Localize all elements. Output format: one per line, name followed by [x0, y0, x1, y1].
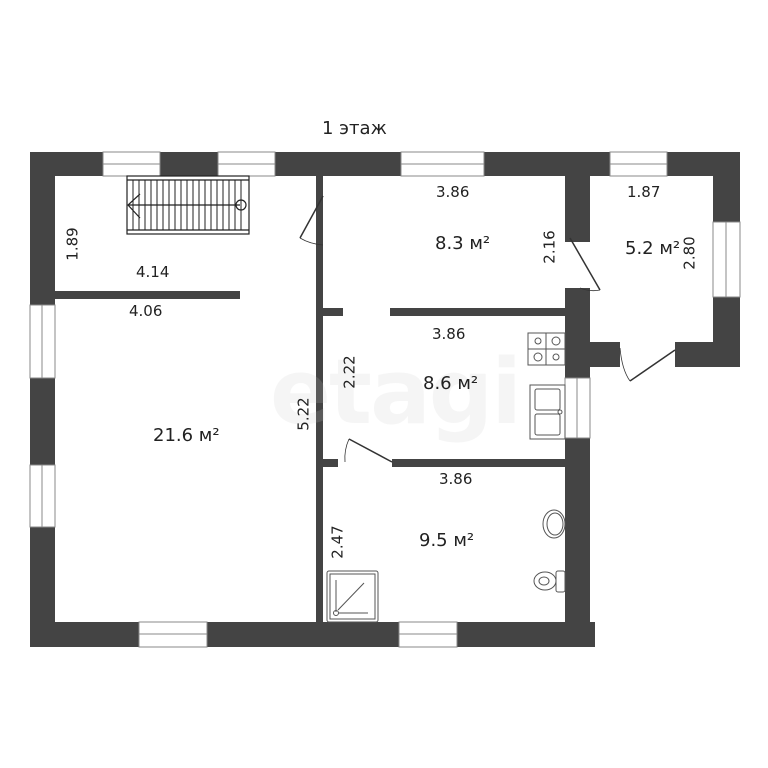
- dim-kitchen-width: 3.86: [432, 325, 466, 343]
- area-bathroom: 9.5 м²: [419, 530, 475, 551]
- window-mullions: [41, 163, 727, 635]
- dim-small-room-height: 2.80: [680, 236, 699, 270]
- washbasin-icon: [542, 509, 566, 539]
- dim-living-width: 4.06: [129, 302, 163, 320]
- area-living: 21.6 м²: [153, 425, 220, 446]
- dim-stair-width: 4.14: [136, 263, 170, 281]
- stove-icon: [527, 332, 566, 366]
- dim-living-height: 5.22: [294, 397, 313, 431]
- area-small-room: 5.2 м²: [625, 238, 681, 259]
- dim-bathroom-width: 3.86: [439, 470, 473, 488]
- dim-stair-height: 1.89: [63, 227, 82, 261]
- dim-room-top-height: 2.16: [540, 230, 559, 264]
- toilet-icon: [533, 570, 566, 593]
- watermark: etagi: [270, 340, 522, 445]
- sink-icon: [529, 384, 566, 440]
- staircase-icon: [126, 175, 250, 235]
- dim-small-room-width: 1.87: [627, 183, 661, 201]
- shower-icon: [326, 570, 379, 623]
- doors: [299, 195, 676, 463]
- dim-room-top-width: 3.86: [436, 183, 470, 201]
- area-room-top: 8.3 м²: [435, 233, 491, 254]
- floor-title-text: 1 этаж: [322, 118, 387, 139]
- dim-kitchen-height: 2.22: [340, 355, 359, 389]
- dim-bathroom-height: 2.47: [328, 525, 347, 559]
- area-kitchen: 8.6 м²: [423, 373, 479, 394]
